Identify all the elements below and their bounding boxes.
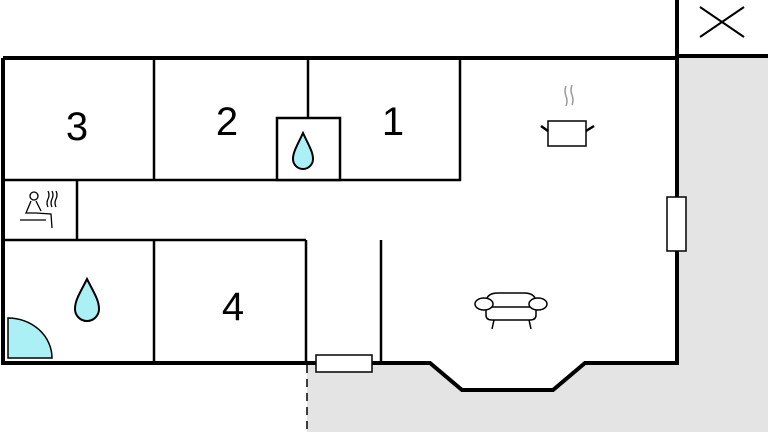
outer-wall (1, 56, 679, 392)
room-label-1: 1 (382, 100, 404, 144)
room-label-2: 2 (216, 100, 238, 144)
sauna-icon (20, 190, 58, 229)
window-right (666, 196, 687, 252)
room-label-4: 4 (222, 285, 244, 329)
window-bottom (315, 354, 373, 373)
water-drop-icon (291, 130, 315, 170)
room-label-3: 3 (66, 105, 88, 149)
close-box-icon (675, 0, 768, 58)
water-drop-icon (73, 276, 101, 322)
interior (3, 58, 677, 390)
sofa-icon (474, 292, 548, 330)
door-arc-icon (7, 317, 53, 359)
kitchen-pot-icon (540, 84, 595, 147)
